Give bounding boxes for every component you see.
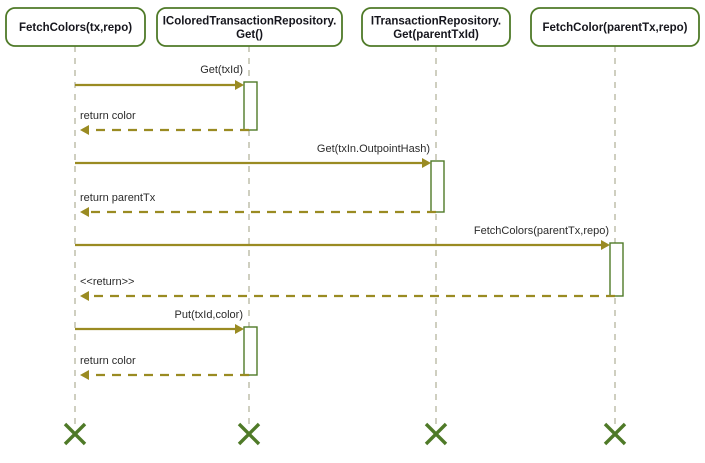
terminator-x-icon-icoloredtransactionrepository-get [237, 422, 261, 446]
participant-box-outline-fetchcolors [5, 7, 146, 47]
message-m8[interactable]: return color [80, 355, 249, 380]
messages-layer: Get(txId)return colorGet(txIn.OutpointHa… [75, 64, 615, 380]
participant-box-outline-itransactionrepository-get [361, 7, 511, 47]
activation-bar-fetchcolor [609, 242, 624, 297]
message-m3[interactable]: Get(txIn.OutpointHash) [75, 143, 431, 168]
message-label-m7: Put(txId,color) [175, 309, 243, 321]
arrowhead-m2 [80, 125, 89, 135]
terminator-x-icon-fetchcolors [63, 422, 87, 446]
participant-box-icoloredtransactionrepository-get[interactable]: IColoredTransactionRepository.Get() [156, 7, 343, 47]
arrowhead-m5 [601, 240, 610, 250]
message-label-m2: return color [80, 110, 136, 122]
activation-bar-icoloredtransactionrepository-get [243, 81, 258, 131]
participant-box-itransactionrepository-get[interactable]: ITransactionRepository.Get(parentTxId) [361, 7, 511, 47]
message-m2[interactable]: return color [80, 110, 249, 135]
participant-box-fetchcolors[interactable]: FetchColors(tx,repo) [5, 7, 146, 47]
terminator-x-icon-itransactionrepository-get [424, 422, 448, 446]
arrowhead-m4 [80, 207, 89, 217]
arrowhead-m7 [235, 324, 244, 334]
participant-label-fetchcolor: FetchColor(parentTx,repo) [542, 22, 687, 34]
arrowhead-m6 [80, 291, 89, 301]
participant-label-fetchcolors: FetchColors(tx,repo) [19, 22, 132, 34]
message-label-m1: Get(txId) [200, 64, 243, 76]
message-m7[interactable]: Put(txId,color) [75, 309, 244, 334]
participants-layer: FetchColors(tx,repo) IColoredTransactionR… [5, 7, 700, 47]
message-m1[interactable]: Get(txId) [75, 64, 244, 90]
activations-layer [243, 81, 624, 376]
arrowhead-m1 [235, 80, 244, 90]
activation-bar-itransactionrepository-get [430, 160, 445, 213]
participant-box-fetchcolor[interactable]: FetchColor(parentTx,repo) [530, 7, 700, 47]
arrowhead-m3 [422, 158, 431, 168]
message-m4[interactable]: return parentTx [80, 192, 436, 217]
message-label-m3: Get(txIn.OutpointHash) [317, 143, 430, 155]
terminators-layer [63, 422, 627, 446]
activation-bar-icoloredtransactionrepository-get [243, 326, 258, 376]
participant-label-itransactionrepository-get: ITransactionRepository.Get(parentTxId) [371, 15, 501, 41]
message-label-m6: <<return>> [80, 276, 134, 288]
participant-box-outline-icoloredtransactionrepository-get [156, 7, 343, 47]
arrowhead-m8 [80, 370, 89, 380]
terminator-x-icon-fetchcolor [603, 422, 627, 446]
participant-label-icoloredtransactionrepository-get: IColoredTransactionRepository.Get() [163, 15, 337, 41]
participant-box-outline-fetchcolor [530, 7, 700, 47]
message-label-m5: FetchColors(parentTx,repo) [474, 225, 609, 237]
message-m5[interactable]: FetchColors(parentTx,repo) [75, 225, 610, 250]
message-label-m4: return parentTx [80, 192, 156, 204]
message-label-m8: return color [80, 355, 136, 367]
message-m6[interactable]: <<return>> [80, 276, 615, 301]
